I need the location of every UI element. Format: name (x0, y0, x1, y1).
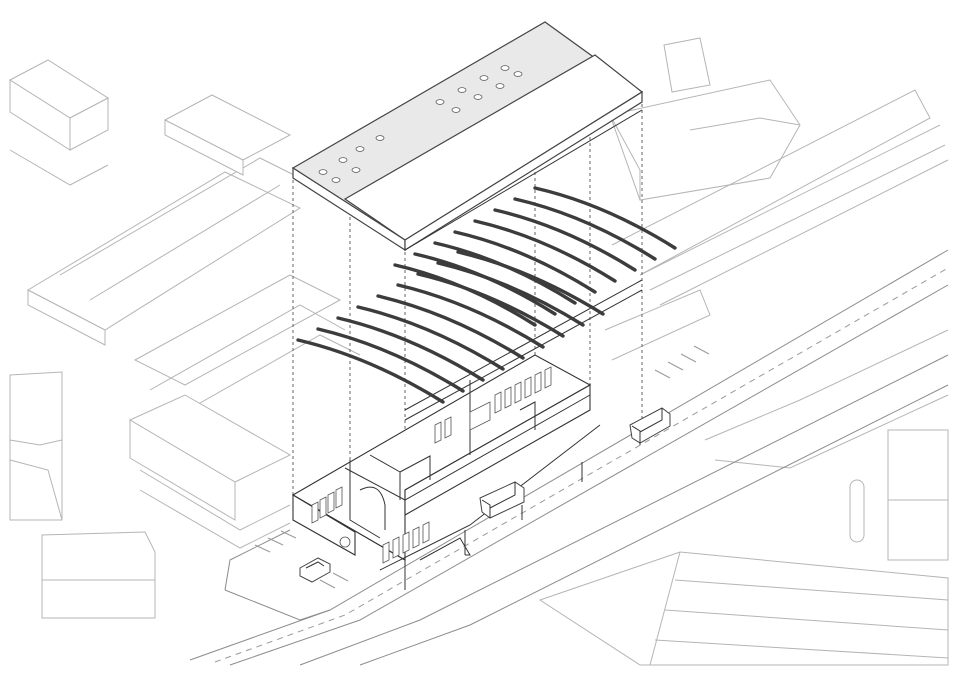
roof-slab (291, 21, 644, 252)
floor-wall-left (292, 494, 356, 556)
context-building-mid-left (128, 274, 361, 549)
curved-wall (359, 486, 386, 530)
roof-beams (296, 109, 677, 421)
beam-group (296, 186, 677, 404)
shelving-rack (494, 391, 502, 414)
context-buildings (9, 37, 949, 666)
shelving-rack (514, 381, 522, 404)
parking-lines (254, 345, 710, 589)
shelving-rack (422, 521, 430, 544)
explode-lines (292, 92, 643, 590)
shelving-rack (534, 371, 542, 394)
roof-edge-right (404, 90, 643, 252)
shelving-rack (319, 496, 327, 519)
shelving-rack (311, 501, 319, 524)
shelving-rack (504, 386, 512, 409)
roof-beam (453, 230, 597, 294)
shelving-rack (524, 376, 532, 399)
vehicles (299, 407, 671, 583)
shelving-rack (544, 366, 552, 389)
shelving-rack (444, 416, 452, 439)
silo-shape (849, 479, 865, 543)
shelving-rack (412, 526, 420, 549)
context-building-far-left (9, 371, 156, 619)
context-rail-canopy (604, 89, 949, 361)
shelving-rack (327, 491, 335, 514)
context-building-top-right (609, 37, 801, 201)
shelving-rack (402, 531, 410, 554)
roof-beam (393, 263, 537, 327)
roof-beam (356, 305, 505, 371)
skylights (318, 65, 523, 183)
truck-middle (479, 481, 525, 519)
roof-beam (513, 197, 657, 261)
roof-beam (493, 208, 637, 272)
roof-beam (336, 316, 485, 382)
shelving-group (311, 366, 552, 564)
round-window (339, 536, 351, 548)
roof-beam (296, 338, 445, 404)
roof-beam (433, 241, 577, 305)
car-parked (299, 557, 331, 583)
context-building-bottom-right (538, 551, 949, 666)
roof-beam (396, 283, 545, 349)
shelving-rack (382, 541, 390, 564)
truck-right (629, 407, 671, 444)
floor-slab-front (404, 384, 591, 516)
context-building-right (704, 329, 949, 561)
roof-beam (473, 219, 617, 283)
shelving-rack (392, 536, 400, 559)
roads (189, 249, 949, 666)
context-building-top-left (9, 59, 109, 186)
roof-beam (533, 186, 677, 250)
roof-beam (413, 252, 557, 316)
shelving-rack (434, 421, 442, 444)
roof-beam (376, 294, 525, 360)
ground-floor (291, 354, 641, 590)
roof-beam (316, 327, 465, 393)
context-building-large-left (26, 94, 302, 346)
cabin-box (469, 401, 491, 431)
shelving-rack (335, 486, 343, 509)
